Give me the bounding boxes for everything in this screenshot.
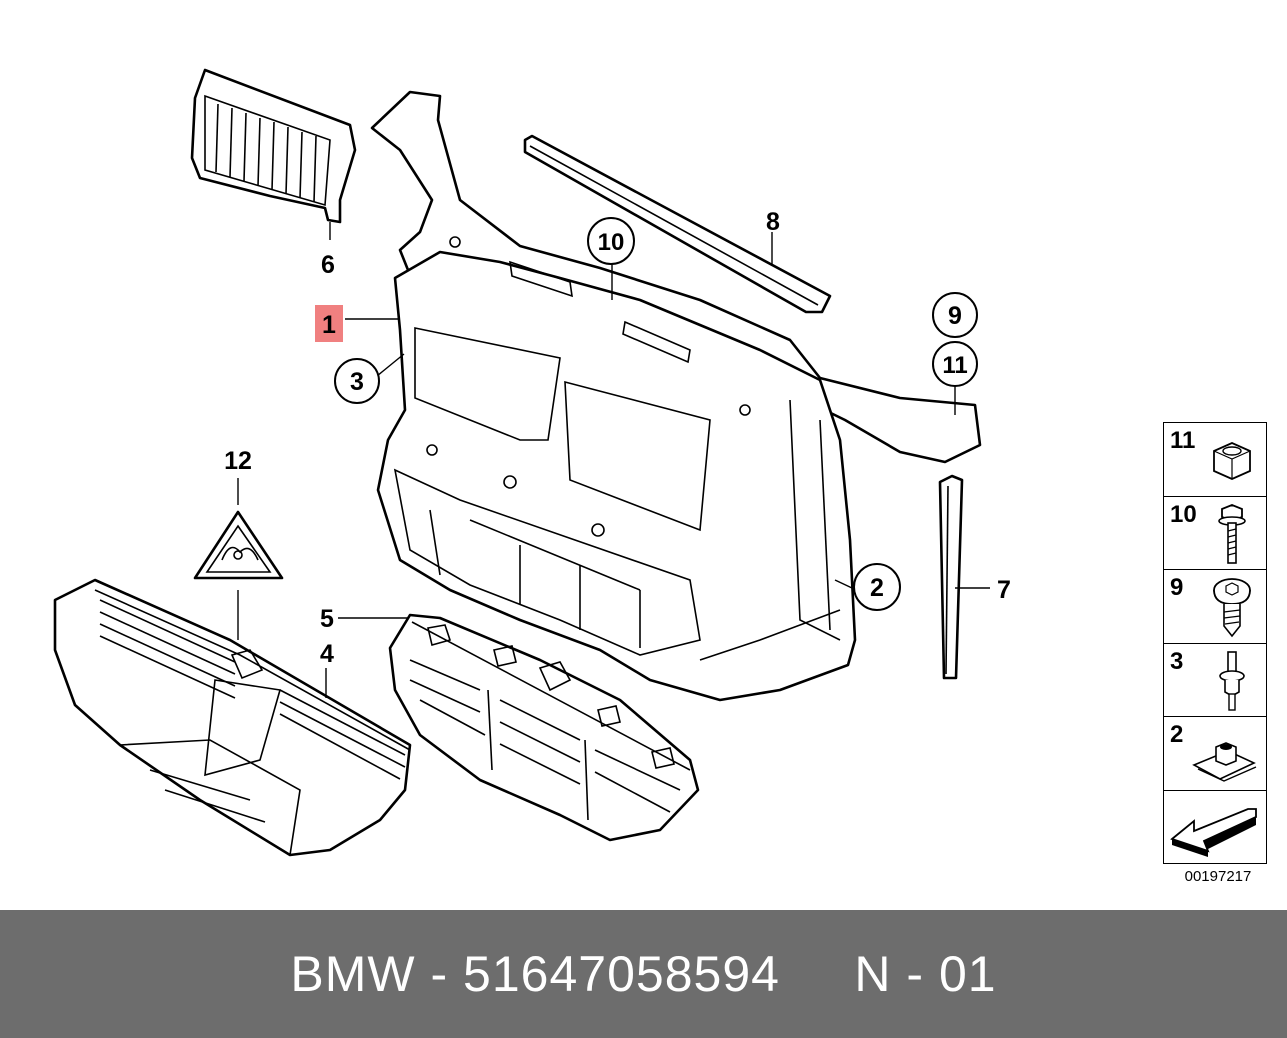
callout-12: 12 xyxy=(224,447,252,475)
callout-6: 6 xyxy=(321,251,335,279)
footer-gap xyxy=(780,945,854,1003)
footer-bar: BMW - 51647058594 N - 01 xyxy=(0,910,1287,1038)
legend-item: 10 xyxy=(1164,497,1266,570)
legend-item: 2 xyxy=(1164,717,1266,791)
legend-number: 3 xyxy=(1170,647,1184,675)
legend-item xyxy=(1164,791,1266,863)
document-number: 00197217 xyxy=(1184,868,1252,885)
footer-part-number: 51647058594 xyxy=(463,946,780,1002)
front-end-carrier-part xyxy=(370,90,982,702)
seal-strip-part xyxy=(523,134,832,314)
callout-4: 4 xyxy=(320,640,334,668)
footer-brand: BMW xyxy=(290,946,416,1002)
legend-number: 10 xyxy=(1170,500,1197,528)
footer-variant: N - 01 xyxy=(854,946,997,1002)
callout-9: 9 xyxy=(948,302,962,330)
callout-2: 2 xyxy=(870,574,884,602)
legend-item: 9 xyxy=(1164,570,1266,644)
legend-number: 9 xyxy=(1170,574,1184,601)
fastener-legend: 11 10 9 3 xyxy=(1163,422,1267,864)
callouts: 6 1 3 12 5 4 10 8 9 11 2 7 xyxy=(224,208,1011,668)
hex-nut-icon xyxy=(1213,442,1251,480)
callout-10: 10 xyxy=(598,229,625,256)
callout-11: 11 xyxy=(942,352,967,379)
leader-lines xyxy=(237,222,990,698)
air-shutter-upper-part xyxy=(388,613,700,842)
legend-item: 3 xyxy=(1164,644,1266,717)
clip-nut-icon xyxy=(1192,742,1257,782)
callout-1: 1 xyxy=(322,311,336,339)
hex-bolt-icon xyxy=(1218,503,1246,564)
callout-8: 8 xyxy=(766,208,780,236)
push-rivet-icon xyxy=(1219,650,1245,711)
parts-diagram: 6 1 3 12 5 4 10 8 9 11 2 7 xyxy=(53,68,1011,857)
footer-separator: - xyxy=(415,946,464,1002)
arrow-icon xyxy=(1170,807,1257,857)
callout-5: 5 xyxy=(320,605,334,633)
callout-7: 7 xyxy=(997,576,1011,604)
legend-number: 11 xyxy=(1170,427,1196,454)
expanding-rivet-icon xyxy=(1213,578,1251,638)
warning-label-part xyxy=(193,510,284,580)
legend-number: 2 xyxy=(1170,721,1184,748)
legend-item: 11 xyxy=(1164,423,1266,497)
air-shutter-lower-part xyxy=(53,578,412,857)
footer-label: BMW - 51647058594 N - 01 xyxy=(0,910,1287,1038)
callout-1-highlight xyxy=(315,305,343,342)
side-seal-strip-part xyxy=(938,474,964,680)
callout-3: 3 xyxy=(350,368,364,396)
air-duct-grille-part xyxy=(190,68,357,224)
